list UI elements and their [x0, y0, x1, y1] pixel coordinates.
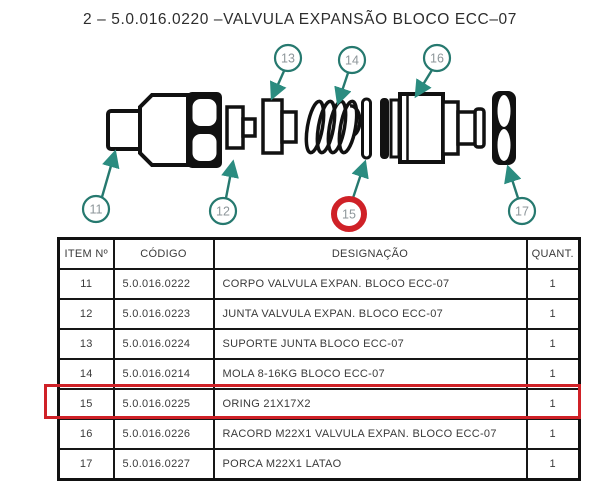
- col-header-quant: QUANT.: [525, 237, 581, 270]
- cell-codigo: 5.0.016.0222: [112, 268, 215, 300]
- cell-quant: 1: [525, 328, 581, 360]
- cell-item: 12: [57, 298, 115, 330]
- cell-quant: 1: [525, 358, 581, 390]
- callout-12-number: 12: [216, 205, 230, 219]
- cell-designacao: SUPORTE JUNTA BLOCO ECC-07: [212, 328, 528, 360]
- part-mola: [304, 99, 362, 155]
- callout-17-number: 17: [515, 205, 529, 219]
- callout-12: 12: [208, 196, 238, 226]
- cell-quant: 1: [525, 298, 581, 330]
- callout-17: 17: [507, 196, 537, 226]
- part-racord: [380, 92, 486, 164]
- table-header-row: ITEM Nº CÓDIGO DESIGNAÇÃO QUANT.: [57, 237, 581, 270]
- col-header-codigo: CÓDIGO: [112, 237, 215, 270]
- leader-lines: [100, 69, 522, 199]
- cell-designacao: JUNTA VALVULA EXPAN. BLOCO ECC-07: [212, 298, 528, 330]
- cell-designacao: CORPO VALVULA EXPAN. BLOCO ECC-07: [212, 268, 528, 300]
- cell-codigo: 5.0.016.0223: [112, 298, 215, 330]
- part-corpo-valvula: [106, 92, 222, 168]
- cell-quant: 1: [525, 418, 581, 450]
- cell-codigo: 5.0.016.0227: [112, 448, 215, 481]
- callout-16-number: 16: [430, 52, 444, 66]
- callout-16: 16: [422, 43, 452, 73]
- cell-codigo: 5.0.016.0226: [112, 418, 215, 450]
- cell-quant: 1: [525, 268, 581, 300]
- part-porca: [492, 91, 516, 165]
- cell-quant: 1: [525, 388, 581, 420]
- cell-designacao: MOLA 8-16KG BLOCO ECC-07: [212, 358, 528, 390]
- table-row-item-11: 11 5.0.016.0222 CORPO VALVULA EXPAN. BLO…: [57, 268, 581, 300]
- table-row-item-12: 12 5.0.016.0223 JUNTA VALVULA EXPAN. BLO…: [57, 298, 581, 330]
- col-header-item: ITEM Nº: [57, 237, 115, 270]
- cell-quant: 1: [525, 448, 581, 481]
- callout-13-number: 13: [281, 52, 295, 66]
- cell-designacao: PORCA M22X1 LATAO: [212, 448, 528, 481]
- table-row-item-17: 17 5.0.016.0227 PORCA M22X1 LATAO 1: [57, 448, 581, 481]
- cell-item: 17: [57, 448, 115, 481]
- callout-11-number: 11: [90, 203, 103, 217]
- cell-item: 15: [57, 388, 115, 420]
- cell-designacao: RACORD M22X1 VALVULA EXPAN. BLOCO ECC-07: [212, 418, 528, 450]
- exploded-view-diagram: 11 12 13 14 15 16 17: [81, 43, 537, 232]
- part-oring: [361, 97, 372, 160]
- table-row-item-14: 14 5.0.016.0214 MOLA 8-16KG BLOCO ECC-07…: [57, 358, 581, 390]
- highlight-ring: [331, 196, 367, 232]
- callout-14: 14: [337, 45, 367, 75]
- cell-codigo: 5.0.016.0225: [112, 388, 215, 420]
- cell-designacao: ORING 21X17X2: [212, 388, 528, 420]
- table-row-item-16: 16 5.0.016.0226 RACORD M22X1 VALVULA EXP…: [57, 418, 581, 450]
- drawing-title: 2 – 5.0.016.0220 –VALVULA EXPANSÃO BLOCO…: [82, 11, 517, 28]
- cell-item: 16: [57, 418, 115, 450]
- table-row-item-15-highlighted: 15 5.0.016.0225 ORING 21X17X2 1: [57, 388, 581, 420]
- part-suporte-junta: [261, 98, 298, 155]
- cell-item: 11: [57, 268, 115, 300]
- callout-13: 13: [273, 43, 303, 73]
- part-junta: [225, 105, 257, 150]
- parts-table: ITEM Nº CÓDIGO DESIGNAÇÃO QUANT. 11 5.0.…: [57, 237, 581, 481]
- callout-15-number: 15: [342, 208, 356, 222]
- cell-item: 13: [57, 328, 115, 360]
- callout-14-number: 14: [345, 54, 359, 68]
- table-row-item-13: 13 5.0.016.0224 SUPORTE JUNTA BLOCO ECC-…: [57, 328, 581, 360]
- cell-codigo: 5.0.016.0224: [112, 328, 215, 360]
- callout-11: 11: [81, 194, 111, 224]
- callout-15-highlighted: 15: [331, 196, 367, 232]
- col-header-designacao: DESIGNAÇÃO: [212, 237, 528, 270]
- cell-codigo: 5.0.016.0214: [112, 358, 215, 390]
- cell-item: 14: [57, 358, 115, 390]
